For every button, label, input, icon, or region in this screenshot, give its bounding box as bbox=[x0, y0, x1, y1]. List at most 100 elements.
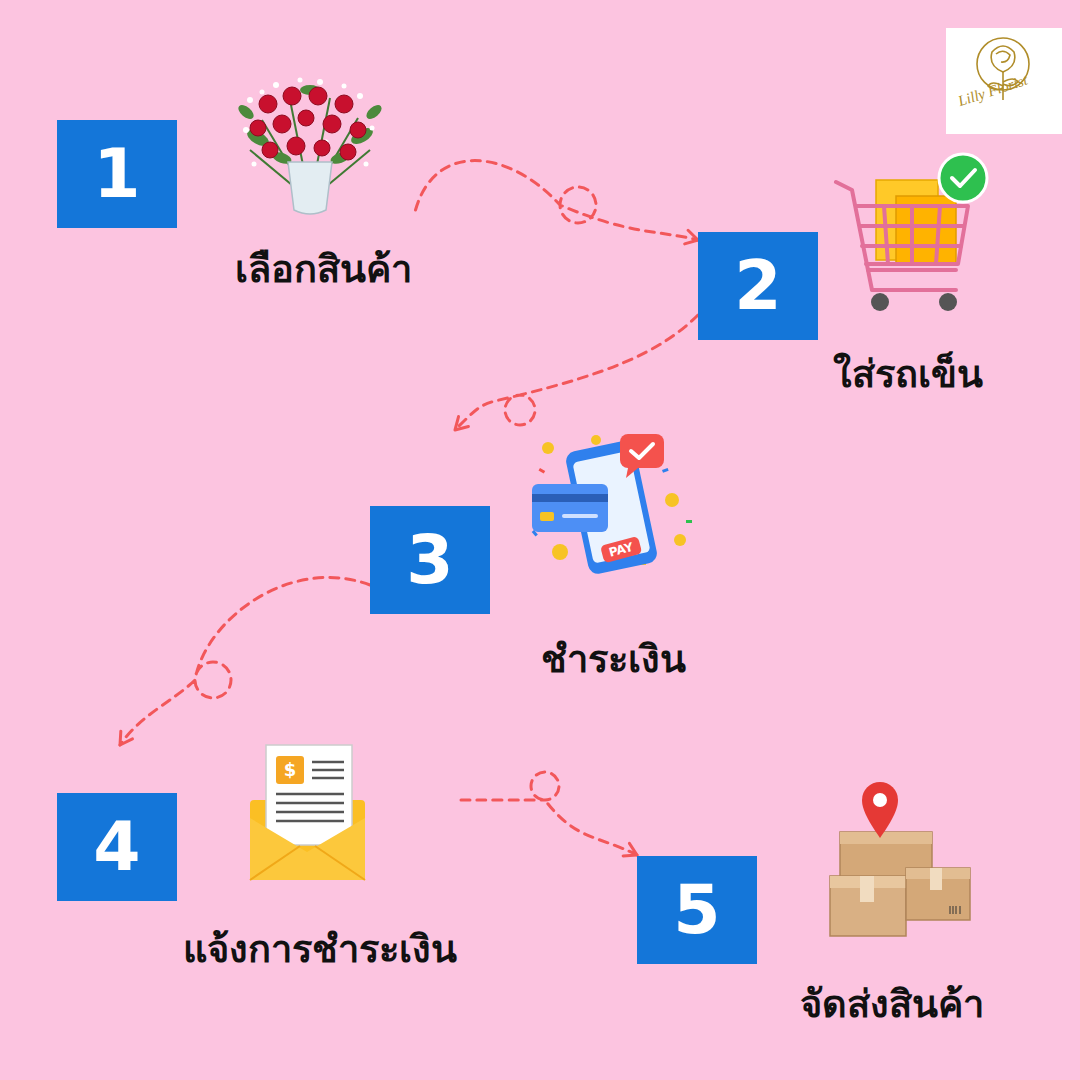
illustration-part bbox=[262, 142, 278, 158]
parcel-lid bbox=[840, 832, 932, 844]
vase bbox=[288, 162, 332, 214]
illustration-part bbox=[552, 544, 568, 560]
illustration-part bbox=[856, 206, 968, 264]
illustration-part bbox=[243, 127, 249, 133]
step-group: 5 จัดส่งสินค้า bbox=[637, 780, 988, 1033]
illustration-part bbox=[298, 78, 303, 83]
babys-breath bbox=[243, 78, 375, 167]
step-label-wrap: ชำระเงิน bbox=[541, 636, 686, 684]
illustration-part bbox=[283, 87, 301, 105]
illustration-part bbox=[364, 102, 384, 121]
illustration-part bbox=[540, 512, 554, 521]
illustration-part bbox=[259, 95, 277, 113]
check-badge bbox=[939, 154, 987, 202]
illustration-part bbox=[276, 793, 344, 796]
step-group: 3 ชำระเงิน bbox=[370, 430, 690, 688]
notice-bubble bbox=[620, 434, 664, 478]
illustration-part bbox=[370, 126, 375, 131]
illustration-part bbox=[276, 811, 344, 814]
illustration-part bbox=[340, 144, 356, 160]
paper bbox=[266, 745, 352, 845]
dollar-sign: $ bbox=[277, 757, 303, 783]
dashed-arrow bbox=[455, 315, 698, 430]
illustration-part bbox=[364, 162, 369, 167]
illustration-part bbox=[312, 769, 344, 772]
barcode bbox=[950, 906, 960, 914]
logo bbox=[946, 28, 1062, 134]
step-label-wrap: จัดส่งสินค้า bbox=[800, 981, 984, 1029]
step-number: 5 bbox=[673, 876, 720, 944]
leaves bbox=[236, 85, 384, 166]
illustration-part bbox=[631, 444, 653, 458]
delivery-icon bbox=[830, 782, 970, 936]
envelope-fold bbox=[250, 846, 365, 880]
logo-ground bbox=[946, 28, 1062, 134]
illustration-part bbox=[252, 162, 257, 167]
illustration-part bbox=[542, 442, 554, 454]
step-number-box: 1 bbox=[57, 120, 177, 228]
illustration-part bbox=[991, 46, 1015, 72]
step-label-wrap: แจ้งการชำระเงิน bbox=[183, 926, 457, 974]
step-label-wrap: ใส่รถเข็น bbox=[833, 351, 983, 399]
illustration-part bbox=[626, 468, 638, 478]
dashed-arrow bbox=[416, 161, 699, 240]
card bbox=[532, 484, 608, 532]
step-number-box: 4 bbox=[57, 793, 177, 901]
step-label: ชำระเงิน bbox=[541, 636, 686, 684]
dollar-sign-wrap: $ bbox=[277, 757, 303, 783]
check-mark bbox=[952, 170, 975, 186]
dollar-badge bbox=[276, 756, 304, 784]
step-group: 2 ใส่รถเข็น bbox=[698, 150, 990, 403]
cart-icon bbox=[836, 154, 987, 311]
illustration-part bbox=[236, 102, 256, 121]
step-number: 4 bbox=[93, 813, 140, 881]
step-number-box: 3 bbox=[370, 506, 490, 614]
wheel bbox=[871, 293, 889, 311]
step-label: ใส่รถเข็น bbox=[833, 351, 983, 399]
illustration-part bbox=[273, 82, 279, 88]
illustration-part bbox=[591, 435, 601, 445]
illustration-part bbox=[335, 95, 353, 113]
flower-vase-icon bbox=[236, 78, 384, 215]
payment-icon bbox=[532, 434, 692, 576]
tape bbox=[930, 868, 942, 890]
envelope-front bbox=[250, 818, 365, 880]
illustration-part bbox=[309, 87, 327, 105]
illustration-part bbox=[247, 97, 253, 103]
illustration-part bbox=[314, 140, 330, 156]
illustration-part bbox=[950, 906, 951, 914]
illustration-part bbox=[665, 493, 679, 507]
illustration-part bbox=[312, 761, 344, 764]
dashed-arrow bbox=[120, 577, 370, 745]
step-label-wrap: เลือกสินค้า bbox=[235, 246, 412, 294]
parcel bbox=[830, 876, 906, 936]
illustration-part bbox=[312, 777, 344, 780]
illustration-part bbox=[662, 468, 669, 473]
illustration-part bbox=[953, 906, 954, 914]
illustration-part bbox=[996, 51, 1010, 62]
step-label: จัดส่งสินค้า bbox=[800, 981, 984, 1029]
step-number: 1 bbox=[93, 140, 140, 208]
pin-hole bbox=[873, 793, 887, 807]
illustration-part bbox=[936, 206, 940, 264]
illustration-part bbox=[620, 434, 664, 468]
illustration-part bbox=[532, 494, 608, 502]
step-number: 2 bbox=[734, 252, 781, 320]
illustration-part bbox=[317, 79, 323, 85]
illustration-part bbox=[562, 514, 598, 518]
illustration-part bbox=[276, 802, 344, 805]
illustration-part bbox=[868, 270, 956, 290]
illustration-part bbox=[260, 90, 265, 95]
illustration-part bbox=[956, 906, 957, 914]
step-group: 4 แจ้งการชำระเงิน bbox=[57, 745, 461, 978]
step-label: แจ้งการชำระเงิน bbox=[183, 926, 457, 974]
tape bbox=[860, 876, 874, 902]
illustration-part bbox=[686, 520, 692, 523]
location-pin bbox=[862, 782, 898, 838]
dashed-arrow bbox=[461, 772, 637, 855]
illustration-part bbox=[273, 115, 291, 133]
illustration-part bbox=[350, 122, 366, 138]
wheel bbox=[939, 293, 957, 311]
illustration-part bbox=[910, 206, 914, 264]
